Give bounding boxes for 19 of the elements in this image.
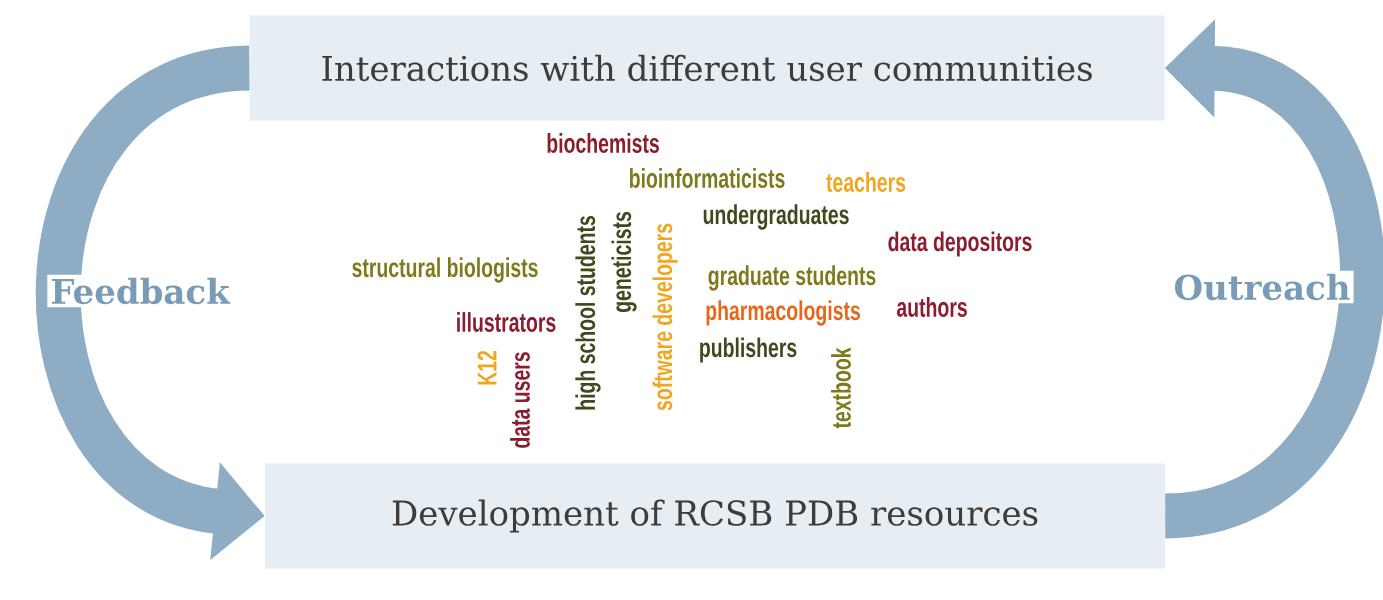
word: textbook xyxy=(831,347,851,429)
banner: Interactions with different user communities xyxy=(249,15,1165,121)
word: software developers xyxy=(652,223,678,411)
word: pharmacologists xyxy=(706,300,860,326)
word: undergraduates xyxy=(703,204,849,230)
word: K12 xyxy=(477,350,497,385)
word: teachers xyxy=(826,172,906,192)
word: bioinformaticists xyxy=(630,168,785,188)
word: publishers xyxy=(700,337,797,363)
word: graduate students xyxy=(708,265,876,291)
word: structural biologists xyxy=(352,257,538,283)
edge-label: Outreach xyxy=(1170,270,1354,304)
edge-label: Feedback xyxy=(47,274,233,308)
banner: Development of RCSB PDB resources xyxy=(265,463,1165,569)
word: authors xyxy=(896,297,967,317)
word: high school students xyxy=(575,216,601,410)
word: geneticists xyxy=(611,212,637,312)
word: illustrators xyxy=(457,312,556,332)
word: data depositors xyxy=(888,231,1032,257)
